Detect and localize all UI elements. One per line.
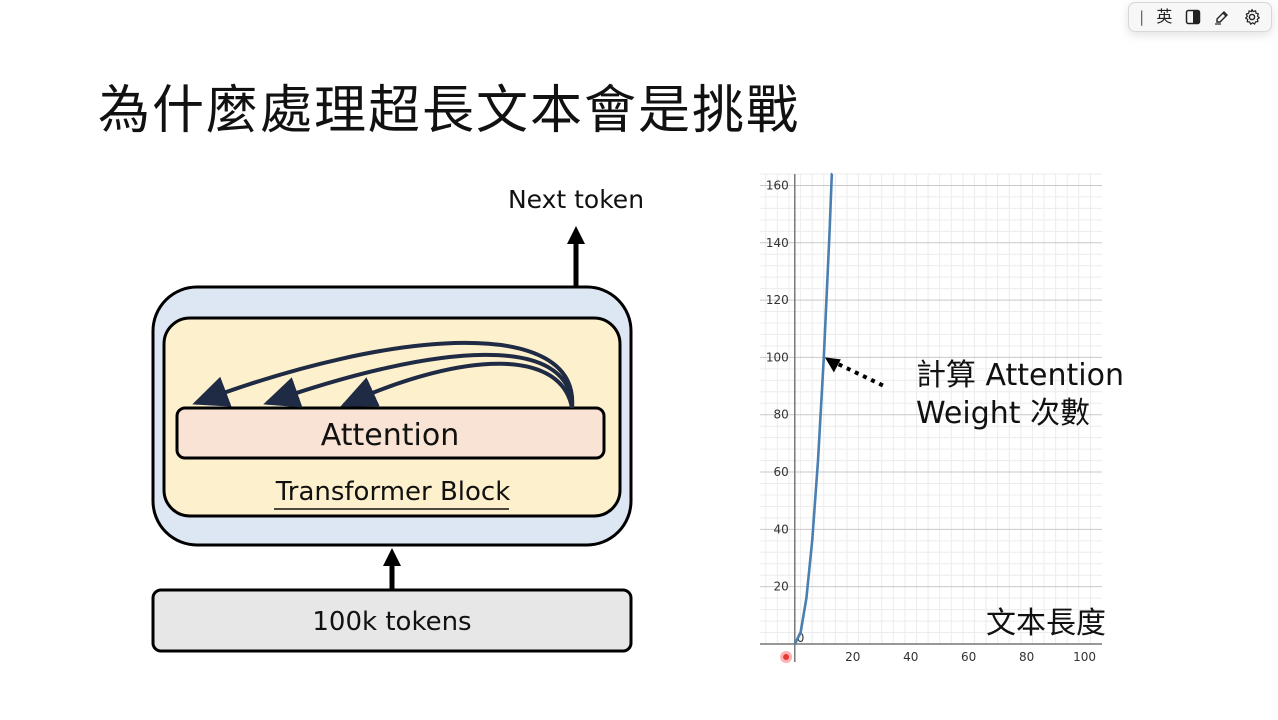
origin-tick-label: 0 [797, 631, 805, 645]
attention-count-annotation: 計算 Attention Weight 次數 [916, 357, 1124, 433]
y-tick-label: 80 [773, 408, 788, 422]
attention-box [175, 406, 606, 460]
y-tick-label: 160 [766, 178, 789, 192]
x-tick-label: 40 [903, 650, 918, 664]
y-tick-label: 20 [773, 580, 788, 594]
slide-title: 為什麼處理超長文本會是挑戰 [98, 81, 801, 141]
next-token-label: Next token [508, 185, 644, 214]
ime-mode-toggle[interactable]: 英 [1156, 7, 1173, 26]
y-tick-label: 40 [773, 522, 788, 536]
ime-separator: | [1139, 7, 1145, 26]
series-line [793, 172, 834, 645]
x-axis-label: 文本長度 [986, 606, 1106, 641]
y-tick-label: 120 [766, 293, 789, 307]
attention-arc-2 [263, 352, 574, 409]
input-tokens-box [151, 588, 633, 653]
gear-icon[interactable] [1243, 8, 1261, 26]
transformer-diagram: Next token Attention Transformer Block 1… [151, 185, 644, 653]
x-tick-label: 20 [845, 650, 860, 664]
input-tokens-label: 100k tokens [312, 607, 471, 637]
x-tick-label: 80 [1019, 650, 1034, 664]
annotation-arrow-head [824, 357, 841, 373]
y-tick-label: 60 [773, 465, 788, 479]
attention-count-chart: 20 40 60 80 100 20 40 60 80 100 120 140 160 0 [760, 172, 1102, 664]
input-arrow-head [383, 548, 401, 566]
x-tick-label: 60 [961, 650, 976, 664]
y-tick-label: 140 [766, 236, 789, 250]
attention-label: Attention [321, 418, 459, 453]
attention-arc-3 [340, 361, 574, 409]
ime-toolbar[interactable]: | 英 [1128, 2, 1272, 32]
chart-tick-labels: 20 40 60 80 100 20 40 60 80 100 120 140 160 0 [766, 178, 1096, 664]
half-width-icon[interactable] [1185, 9, 1201, 25]
annotation-line-2: Weight 次數 [916, 396, 1091, 431]
cursor-marker [780, 651, 793, 663]
annotation-arrow-shaft [836, 361, 884, 388]
transformer-block-label: Transformer Block [275, 477, 511, 507]
chart-series [793, 172, 834, 645]
edit-pen-icon[interactable] [1213, 8, 1231, 26]
x-tick-label: 100 [1073, 650, 1096, 664]
chart-grid [760, 173, 1102, 645]
chart-axes [760, 174, 1102, 663]
output-arrow-head [567, 226, 585, 244]
attention-arc-1 [192, 340, 575, 409]
annotation-line-1: 計算 Attention [916, 358, 1124, 393]
chart-annotation-arrow [824, 357, 884, 388]
y-tick-label: 100 [766, 350, 789, 364]
